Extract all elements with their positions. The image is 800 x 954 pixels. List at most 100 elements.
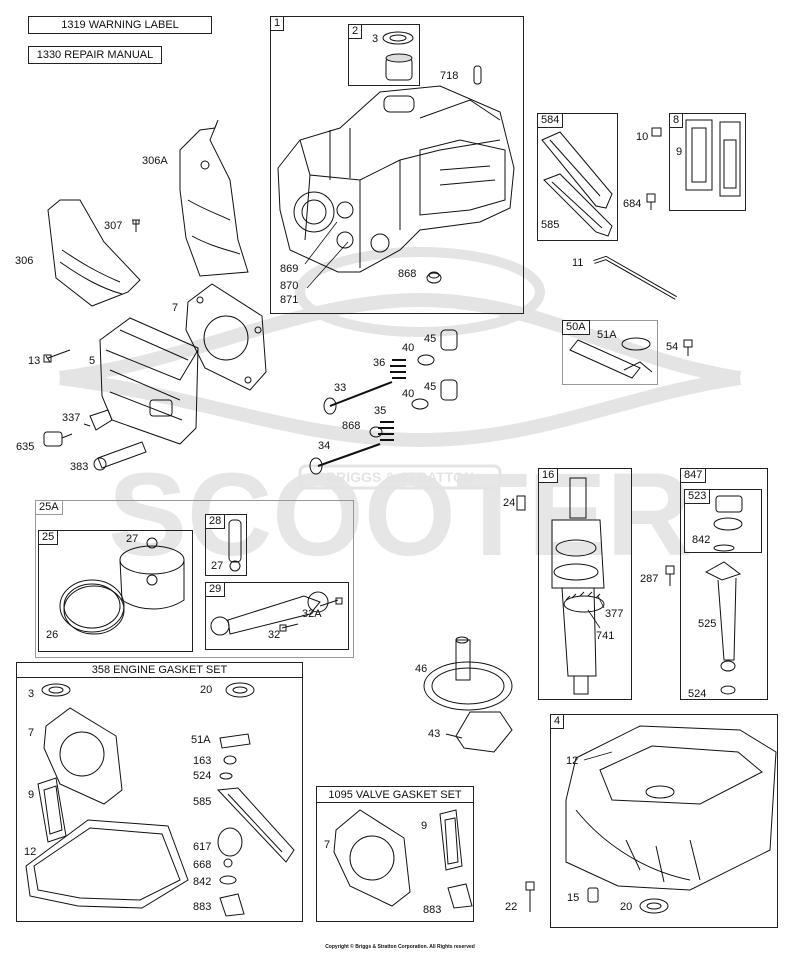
pin-24-part[interactable] [516,495,526,511]
breather-sub-frame [669,113,746,211]
breather-gasket-part[interactable] [541,131,613,237]
valve-gasket-set-title[interactable]: 1095 VALVE GASKET SET [316,786,474,803]
valve-seal-868b-part[interactable] [369,426,383,438]
rod-bolt-32-part[interactable] [279,623,299,632]
valve-seal-part[interactable] [426,271,442,284]
gasket-set-51a-part[interactable] [219,733,251,749]
cylinder-block-part[interactable] [277,85,515,273]
gasket-set-seal-20-part[interactable] [225,682,255,698]
valve-springs-part[interactable] [378,354,435,441]
piston-pin-part[interactable] [228,519,242,572]
camshaft-part[interactable] [423,636,513,711]
label-307: 307 [104,220,123,232]
copyright-text: Copyright © Briggs & Stratton Corporatio… [325,944,475,950]
label-45b: 45 [424,381,437,393]
valve-set-883-part[interactable] [447,883,473,909]
bushing-part[interactable] [385,53,413,81]
gasket-set-842-part[interactable] [219,875,237,885]
gasket-set-seal-part[interactable] [41,683,71,697]
dowel-pin-part[interactable] [473,65,482,85]
gasket-set-breather-gasket-part[interactable] [37,777,67,843]
rod-bolt-32a-part[interactable] [319,597,343,607]
sump-plug-part[interactable] [587,887,599,903]
label-15: 15 [567,892,580,904]
gasket-set-label-7: 7 [28,727,35,739]
label-12: 12 [566,755,579,767]
sump-bolt-part[interactable] [525,881,535,912]
valve-set-label-7: 7 [324,839,331,851]
cover-part[interactable] [569,337,653,379]
gasket-set-label-668: 668 [193,859,212,871]
gasket-set-head-gasket-part[interactable] [43,707,123,805]
label-524: 524 [688,688,707,700]
gasket-set-883-part[interactable] [219,893,245,917]
spark-plug-part[interactable] [83,409,113,431]
label-22: 22 [505,901,518,913]
screw-307-part[interactable] [132,219,140,232]
valve-33-part[interactable] [323,381,393,415]
dipstick-oring-524-part[interactable] [720,685,736,695]
label-43: 43 [428,728,441,740]
dipstick-oring-part[interactable] [713,544,735,552]
screw-54-part[interactable] [683,339,693,356]
crankshaft-part[interactable] [551,477,605,695]
governor-part[interactable] [445,711,513,753]
spark-tester-part[interactable] [93,441,147,471]
dipstick-cap-part[interactable] [713,495,743,531]
label-24: 24 [503,497,516,509]
piston-inner-label: 25 [38,530,59,545]
head-bolt-part[interactable] [43,349,71,363]
label-868b: 868 [342,420,361,432]
label-46: 46 [415,663,428,675]
valve-set-breather-gasket-part[interactable] [439,809,463,871]
plug-boot-part[interactable] [43,431,73,447]
gasket-set-617-part[interactable] [217,827,243,857]
seal-part[interactable] [382,31,414,45]
label-306: 306 [15,255,34,267]
gasket-set-585-part[interactable] [216,787,295,863]
label-383: 383 [70,461,89,473]
label-32a: 32A [302,608,322,620]
valve-34-part[interactable] [309,443,381,475]
screw-287-part[interactable] [665,565,675,586]
heat-shield-306-part[interactable] [47,199,141,307]
connecting-rod-part[interactable] [210,591,329,636]
heat-shield-306a-part[interactable] [179,119,249,277]
gasket-set-524-part[interactable] [219,772,233,780]
sump-part[interactable] [565,725,777,891]
gasket-set-label-842: 842 [193,876,212,888]
breather-tube-part[interactable] [593,255,677,300]
gasket-set-sump-gasket-part[interactable] [25,819,189,909]
screw-684-part[interactable] [646,193,656,210]
label-868a: 868 [398,268,417,280]
crank-label: 16 [538,468,559,483]
piston-part[interactable] [119,545,185,610]
label-718: 718 [440,70,459,82]
gasket-set-668-part[interactable] [223,858,233,868]
valve-set-label-883: 883 [423,904,442,916]
pin-frame [205,514,247,576]
label-3: 3 [372,33,379,45]
dipstick-tube-part[interactable] [704,561,742,672]
engine-gasket-set-title[interactable]: 358 ENGINE GASKET SET [16,662,303,678]
timing-gear-part[interactable] [563,591,605,613]
label-54: 54 [666,341,679,353]
cylinder-head-part[interactable] [99,317,199,445]
valve-caps-part[interactable] [440,329,458,401]
watermark-brand: BRIGGS & STRATTON [326,469,474,485]
warning-label-box[interactable]: 1319 WARNING LABEL [28,16,212,34]
label-36: 36 [373,357,386,369]
label-13: 13 [28,355,41,367]
block-section-label: 1 [270,16,285,31]
screw-10-part[interactable] [651,127,662,137]
gasket-set-163-part[interactable] [223,755,237,765]
breather-cover-part[interactable] [685,119,741,197]
head-gasket-part[interactable] [185,283,267,391]
sump-seal-part[interactable] [639,898,669,914]
repair-manual-box[interactable]: 1330 REPAIR MANUAL [28,46,162,64]
valve-set-head-gasket-part[interactable] [333,809,411,907]
label-377: 377 [605,608,624,620]
retainer-27a-part[interactable] [146,537,158,549]
piston-rings-part[interactable] [59,579,125,635]
